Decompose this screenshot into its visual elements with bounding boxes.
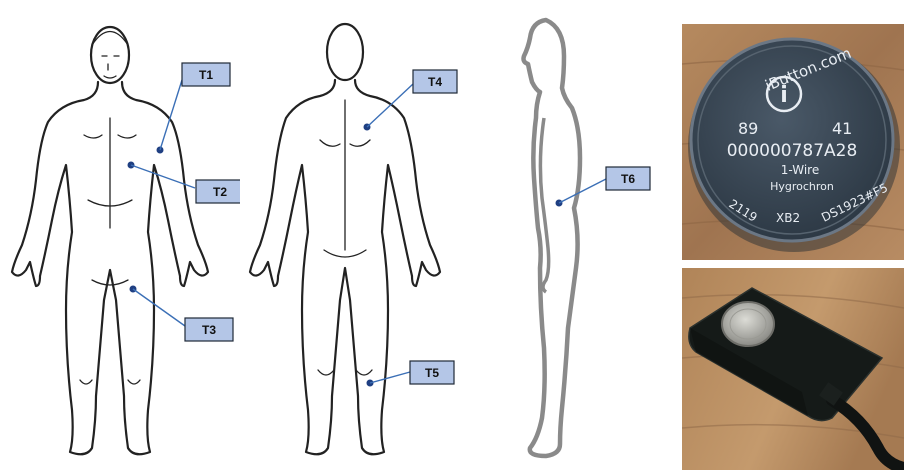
ibutton-sensor-photo: i iButton.com 89 41 000000787A28 1-Wire …	[682, 24, 904, 260]
label-t1-text: T1	[199, 68, 213, 82]
ibutton-xb: XB2	[776, 211, 800, 225]
ibutton-product: Hygrochron	[770, 180, 834, 193]
ibutton-wire: 1-Wire	[781, 163, 819, 177]
label-t2-text: T2	[213, 185, 227, 199]
label-t3: T3	[185, 318, 233, 341]
front-body-view: T1 T2 T3	[0, 0, 240, 470]
label-t4-text: T4	[428, 75, 442, 89]
label-t1: T1	[182, 63, 230, 86]
back-body-view: T4 T5	[240, 0, 460, 470]
label-t4: T4	[413, 70, 457, 93]
ibutton-reader-photo	[682, 268, 904, 470]
label-t5: T5	[410, 361, 454, 384]
ibutton-code-right: 41	[832, 119, 852, 138]
label-t2: T2	[196, 180, 240, 203]
ibutton-serial: 000000787A28	[727, 141, 858, 161]
label-t5-text: T5	[425, 366, 439, 380]
front-head	[91, 27, 129, 83]
label-t3-text: T3	[202, 323, 216, 337]
back-head	[327, 24, 363, 80]
ibutton-code-left: 89	[738, 119, 758, 138]
label-t6: T6	[606, 167, 650, 190]
label-t6-text: T6	[621, 172, 635, 186]
side-body-view: T6	[502, 8, 668, 468]
